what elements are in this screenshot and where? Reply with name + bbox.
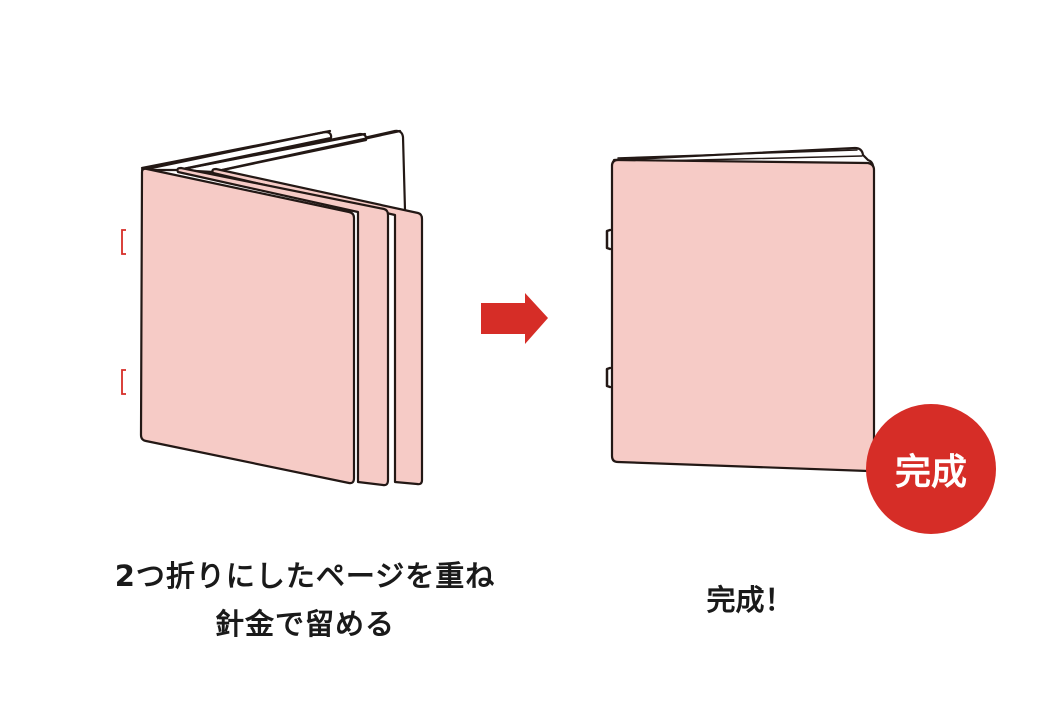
booklet-cover [610,158,876,473]
caption-line-1: 2つ折りにしたページを重ね [114,559,496,593]
spine-staple-top-icon [605,228,612,251]
complete-badge-label: 完成 [894,452,967,493]
caption-line-2: 針金で留める [214,607,395,641]
step-caption-right: 完成！ [706,583,794,617]
pink-page-3 [211,167,424,486]
folded-pages-stack [139,129,424,487]
spine-staple-bottom-icon [605,366,612,389]
pink-page-1 [139,167,356,485]
staple-marks [121,229,126,395]
right-arrow-icon [481,293,548,344]
step-caption-left: 2つ折りにしたページを重ね 針金で留める [60,552,550,648]
complete-badge: 完成 [866,404,996,534]
staple-mark-bottom-icon [121,369,126,395]
pink-page-2 [176,166,390,487]
staple-mark-top-icon [121,229,126,255]
finished-booklet [605,146,876,473]
